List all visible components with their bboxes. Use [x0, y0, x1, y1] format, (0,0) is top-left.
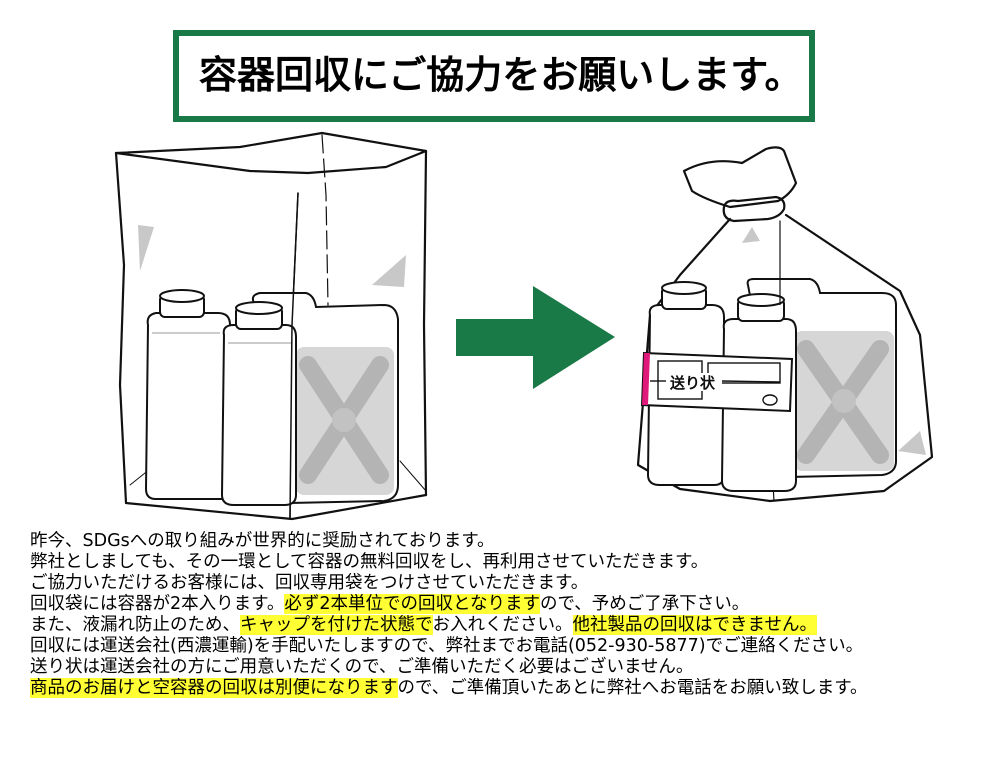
- highlighted-notice: 商品のお届けと空容器の回収は別便になります: [30, 678, 398, 698]
- notice-line: 回収袋には容器が2本入ります。必ず2本単位での回収となりますので、予めご了承下さ…: [30, 594, 868, 615]
- highlighted-notice: 必ず2本単位での回収となります: [284, 594, 540, 614]
- tied-bag-illustration: 送り状: [636, 146, 934, 503]
- contact-text: 回収には運送会社(西濃運輸)を手配いたしますので、弊社までお電話(052-930…: [30, 636, 864, 656]
- notice-line: 回収には運送会社(西濃運輸)を手配いたしますので、弊社までお電話(052-930…: [30, 636, 868, 657]
- shipping-label: 送り状: [640, 351, 794, 413]
- notice-text: また、液漏れ防止のため、: [30, 615, 240, 635]
- notice-text: ご協力いただけるお客様には、回収専用袋をつけさせていただきます。: [30, 573, 589, 593]
- right-arrow-icon: [456, 286, 615, 389]
- notice-text: 回収袋には容器が2本入ります。: [30, 594, 285, 614]
- highlighted-notice: キャップを付けた状態で: [240, 615, 433, 635]
- notice-text: 昨今、SDGsへの取り組みが世界的に奨励されております。: [30, 531, 495, 551]
- notice-text: ので、ご準備頂いたあとに弊社へお電話をお願い致します。: [397, 678, 868, 698]
- highlighted-notice: 他社製品の回収はできません。: [572, 615, 817, 635]
- notice-text: ので、予めご了承下さい。: [540, 594, 750, 614]
- page-title: 容器回収にご協力をお願いします。: [199, 53, 803, 97]
- notice-line: 弊社としましても、その一環として容器の無料回収をし、再利用させていただきます。: [30, 552, 868, 573]
- notice-text: お入れください。: [432, 615, 573, 635]
- shipping-label-text: 送り状: [669, 374, 716, 392]
- notice-text: 弊社としましても、その一環として容器の無料回収をし、再利用させていただきます。: [30, 552, 709, 572]
- notice-line: 送り状は運送会社の方にご用意いただくので、ご準備いただく必要はございません。: [30, 657, 868, 678]
- open-bag-illustration: [114, 131, 428, 521]
- notice-line: ご協力いただけるお客様には、回収専用袋をつけさせていただきます。: [30, 573, 868, 594]
- notice-line: また、液漏れ防止のため、キャップを付けた状態でお入れください。他社製品の回収はで…: [30, 615, 868, 636]
- notice-text: 送り状は運送会社の方にご用意いただくので、ご準備いただく必要はございません。: [30, 657, 694, 677]
- title-banner: 容器回収にご協力をお願いします。: [173, 30, 815, 122]
- notice-line: 商品のお届けと空容器の回収は別便になりますので、ご準備頂いたあとに弊社へお電話を…: [30, 678, 868, 699]
- notice-body: 昨今、SDGsへの取り組みが世界的に奨励されております。 弊社としましても、その…: [30, 531, 868, 699]
- notice-line: 昨今、SDGsへの取り組みが世界的に奨励されております。: [30, 531, 868, 552]
